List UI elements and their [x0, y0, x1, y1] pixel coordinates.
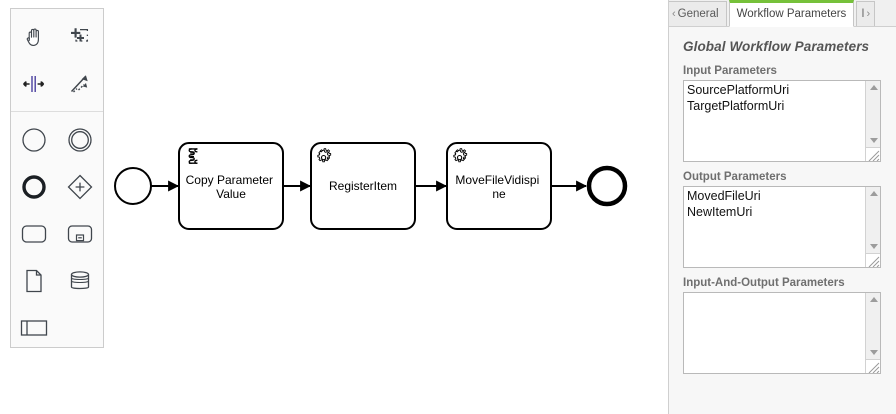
service-task-icon [453, 148, 468, 163]
field-group-output-parameters: Output Parameters MovedFileUri NewItemUr… [683, 171, 884, 268]
service-task-icon [317, 148, 332, 163]
intermediate-event-icon [67, 127, 93, 153]
lasso-select-icon [67, 25, 93, 49]
start-event-button[interactable] [11, 116, 57, 163]
input-parameters-scrollbar[interactable] [865, 81, 880, 161]
scroll-down-arrow-icon[interactable] [866, 240, 881, 253]
output-parameters-textarea[interactable]: MovedFileUri NewItemUri [683, 186, 881, 268]
task-label: RegisterItem [329, 179, 397, 193]
participant-pool-icon [19, 317, 49, 339]
output-parameters-value[interactable]: MovedFileUri NewItemUri [687, 189, 761, 219]
subprocess-button[interactable] [57, 210, 103, 257]
participant-button[interactable] [11, 304, 57, 351]
hand-tool-button[interactable] [11, 13, 57, 60]
input-and-output-parameters-textarea[interactable] [683, 292, 881, 374]
start-event-icon [21, 127, 47, 153]
input-parameters-textarea[interactable]: SourcePlatformUri TargetPlatformUri [683, 80, 881, 162]
hand-icon [22, 25, 46, 49]
tab-more-label: I [861, 8, 865, 20]
scroll-up-arrow-icon[interactable] [866, 81, 881, 94]
data-object-icon [23, 268, 45, 294]
tab-general-label: General [677, 8, 719, 20]
field-group-input-and-output-parameters: Input-And-Output Parameters [683, 277, 884, 374]
output-parameters-label: Output Parameters [683, 171, 787, 183]
end-event-icon [21, 174, 47, 200]
properties-tab-bar: ‹General Workflow Parameters I› [669, 0, 896, 27]
palette-group-elements [11, 111, 103, 355]
space-tool-icon [21, 73, 47, 95]
input-and-output-parameters-value[interactable] [687, 294, 862, 371]
chevron-right-icon: › [866, 8, 871, 20]
output-parameters-scrollbar[interactable] [865, 187, 880, 267]
input-parameters-value[interactable]: SourcePlatformUri TargetPlatformUri [687, 83, 790, 113]
lasso-tool-button[interactable] [57, 13, 103, 60]
resize-grip-icon[interactable] [865, 147, 880, 161]
gateway-button[interactable] [57, 163, 103, 210]
task-copy-parameter-value[interactable]: Copy Parameter Value [178, 142, 284, 230]
task-button[interactable] [11, 210, 57, 257]
task-icon [20, 223, 48, 245]
gateway-icon [66, 173, 94, 201]
panel-title: Global Workflow Parameters [683, 39, 870, 54]
input-parameters-label: Input Parameters [683, 65, 777, 77]
bpmn-palette[interactable] [10, 8, 104, 348]
input-and-output-parameters-scrollbar[interactable] [865, 293, 880, 373]
palette-group-tools [11, 9, 103, 111]
subprocess-expanded-icon [66, 223, 94, 245]
scroll-up-arrow-icon[interactable] [866, 293, 881, 306]
tab-more[interactable]: I› [856, 1, 876, 26]
tab-workflow-parameters[interactable]: Workflow Parameters [728, 0, 855, 27]
scroll-down-arrow-icon[interactable] [866, 346, 881, 359]
task-label: Copy Parameter Value [186, 173, 277, 201]
tab-general[interactable]: ‹General [669, 1, 727, 26]
data-store-icon [67, 268, 93, 294]
scroll-down-arrow-icon[interactable] [866, 134, 881, 147]
task-label: MoveFileVidispi ne [455, 173, 542, 201]
global-connect-icon [67, 72, 93, 96]
properties-panel: ‹General Workflow Parameters I› Global W… [668, 0, 896, 414]
input-and-output-parameters-label: Input-And-Output Parameters [683, 277, 845, 289]
resize-grip-icon[interactable] [865, 253, 880, 267]
data-object-button[interactable] [11, 257, 57, 304]
script-task-icon [188, 148, 198, 164]
bpmn-diagram[interactable]: Copy Parameter Value RegisterItem [0, 0, 668, 414]
properties-panel-body: Global Workflow Parameters Input Paramet… [669, 27, 896, 374]
connect-tool-button[interactable] [57, 60, 103, 107]
diagram-canvas[interactable]: Copy Parameter Value RegisterItem [0, 0, 668, 414]
resize-grip-icon[interactable] [865, 359, 880, 373]
start-event-shape[interactable] [114, 167, 152, 205]
space-tool-button[interactable] [11, 60, 57, 107]
chevron-left-icon: ‹ [672, 8, 676, 20]
tab-workflow-parameters-label: Workflow Parameters [736, 8, 847, 20]
data-store-button[interactable] [57, 257, 103, 304]
field-group-input-parameters: Input Parameters SourcePlatformUri Targe… [683, 65, 884, 162]
end-event-button[interactable] [11, 163, 57, 210]
task-move-file-vidispine[interactable]: MoveFileVidispi ne [446, 142, 552, 230]
intermediate-event-button[interactable] [57, 116, 103, 163]
scroll-up-arrow-icon[interactable] [866, 187, 881, 200]
end-event-shape[interactable] [586, 165, 628, 207]
task-register-item[interactable]: RegisterItem [310, 142, 416, 230]
